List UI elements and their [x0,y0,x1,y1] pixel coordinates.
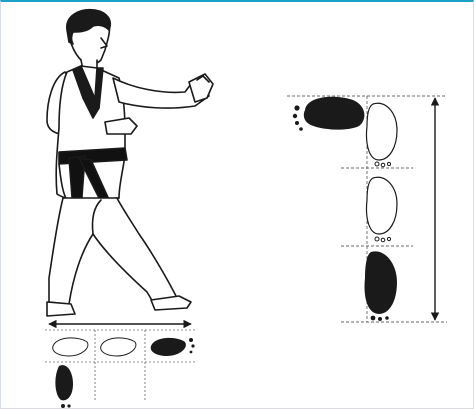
footprint-icon [365,251,397,314]
footprint-icon [53,338,88,356]
footprint-icon [304,97,365,130]
practitioner-figure [47,10,213,316]
footprint-icon [151,338,186,356]
footprint-icon [367,103,398,160]
rear-fist [105,118,137,134]
trousers [49,198,177,304]
small-footprint-grid [45,330,195,408]
footprint-icon [55,365,73,400]
back-foot [47,302,75,316]
footprint-icon [101,338,136,356]
large-footprint-diagram [287,96,447,322]
footprint-icon [367,177,398,234]
